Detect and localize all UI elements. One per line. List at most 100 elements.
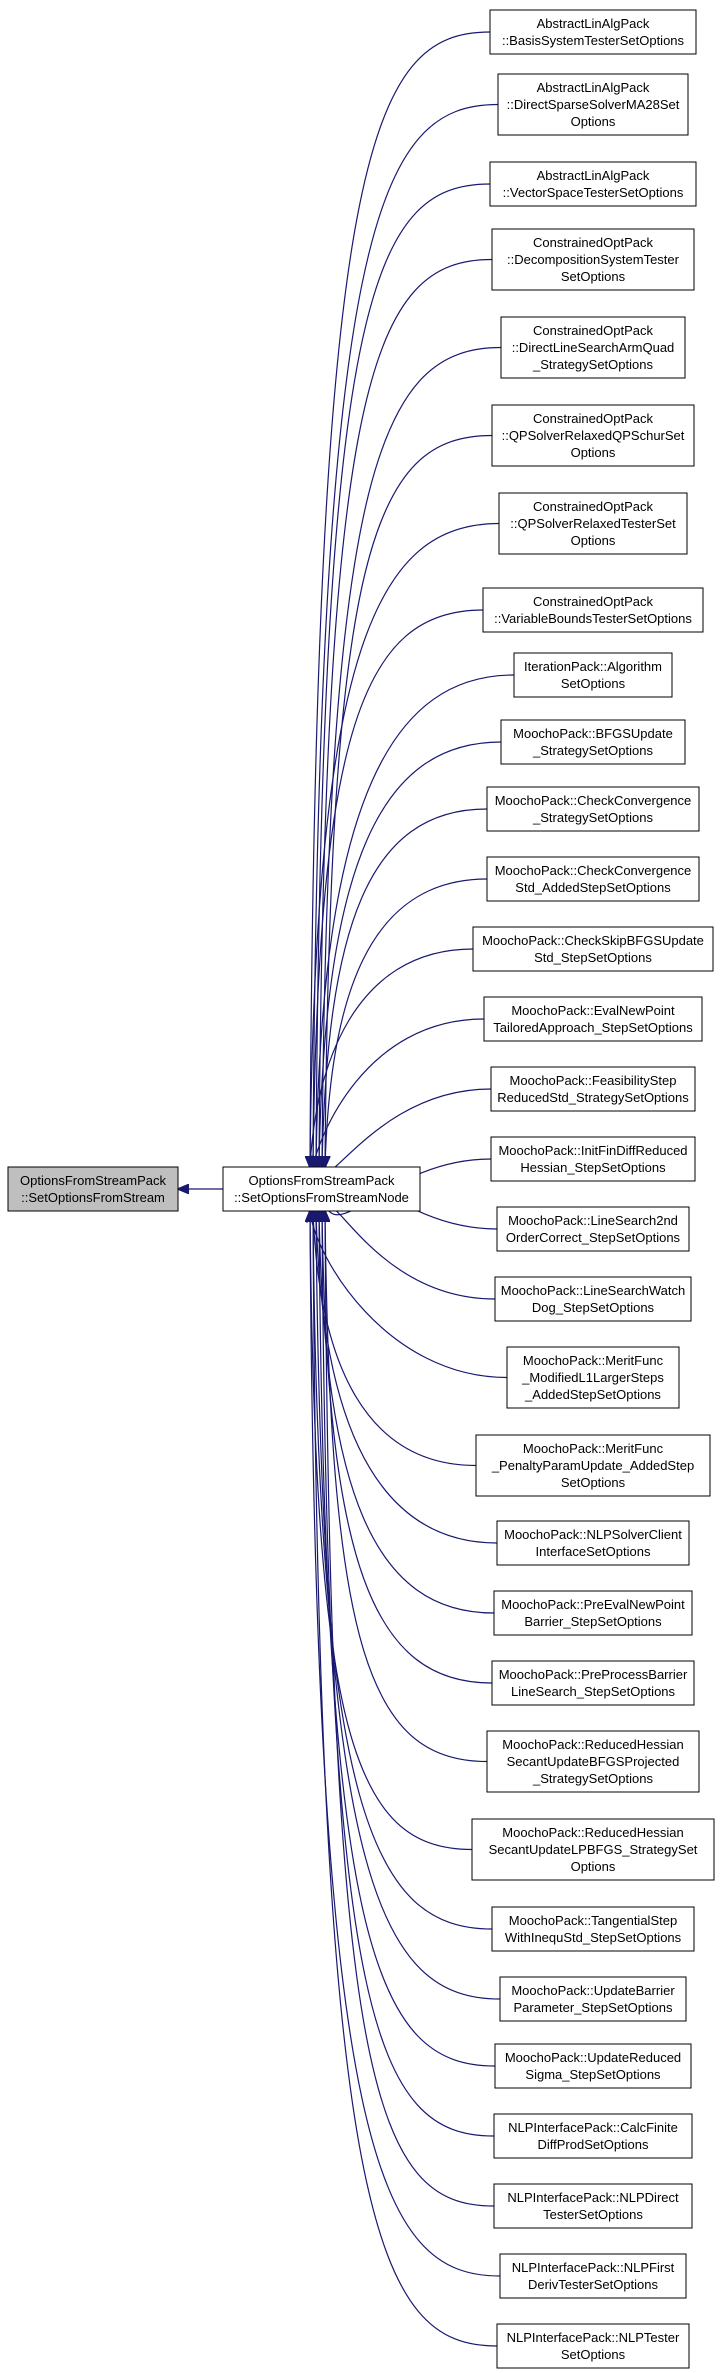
caller-node-5-box <box>500 316 686 379</box>
caller-node-13[interactable]: MoochoPack::CheckSkipBFGSUpdateStd_StepS… <box>472 926 714 972</box>
edge-caller-5-to-hub <box>322 346 502 1168</box>
caller-node-8-box <box>482 587 704 633</box>
caller-node-17[interactable]: MoochoPack::LineSearch2ndOrderCorrect_St… <box>496 1206 690 1252</box>
caller-node-14[interactable]: MoochoPack::EvalNewPointTailoredApproach… <box>483 996 703 1042</box>
caller-node-22[interactable]: MoochoPack::PreEvalNewPointBarrier_StepS… <box>493 1590 693 1636</box>
edge-caller-26-to-hub <box>313 1211 493 1930</box>
caller-node-25-label-line: SecantUpdateLPBFGS_StrategySet <box>489 1842 698 1857</box>
caller-node-16[interactable]: MoochoPack::InitFinDiffReducedHessian_St… <box>490 1136 696 1182</box>
caller-node-11-label-line: _StrategySetOptions <box>532 810 653 825</box>
caller-node-22-label-line: Barrier_StepSetOptions <box>524 1614 662 1629</box>
root-node[interactable]: OptionsFromStreamPack::SetOptionsFromStr… <box>7 1166 179 1212</box>
caller-node-20[interactable]: MoochoPack::MeritFunc_PenaltyParamUpdate… <box>475 1434 711 1497</box>
caller-node-1-box <box>489 9 697 55</box>
caller-node-7-label-line: Options <box>571 533 616 548</box>
edge-caller-12-to-hub <box>325 878 488 1167</box>
edge-caller-9-to-hub <box>316 674 515 1167</box>
caller-node-10-label-line: _StrategySetOptions <box>532 743 653 758</box>
root-node-box <box>7 1166 179 1212</box>
caller-node-21-label-line: InterfaceSetOptions <box>536 1544 651 1559</box>
caller-node-9-label-line: IterationPack::Algorithm <box>524 659 662 674</box>
caller-node-5[interactable]: ConstrainedOptPack::DirectLineSearchArmQ… <box>500 316 686 379</box>
caller-node-30-label-line: TesterSetOptions <box>543 2207 643 2222</box>
caller-node-31-label-line: NLPInterfacePack::NLPFirst <box>512 2260 675 2275</box>
caller-node-2[interactable]: AbstractLinAlgPack::DirectSparseSolverMA… <box>497 73 689 136</box>
edge-caller-1-to-hub <box>310 31 491 1167</box>
caller-node-3[interactable]: AbstractLinAlgPack::VectorSpaceTesterSet… <box>489 161 697 207</box>
caller-node-12-label-line: Std_AddedStepSetOptions <box>515 880 671 895</box>
hub-node-label-line: OptionsFromStreamPack <box>249 1173 395 1188</box>
caller-node-26[interactable]: MoochoPack::TangentialStepWithInequStd_S… <box>491 1906 695 1952</box>
caller-node-4-box <box>491 228 695 291</box>
caller-node-5-label-line: _StrategySetOptions <box>532 357 653 372</box>
caller-node-30[interactable]: NLPInterfacePack::NLPDirectTesterSetOpti… <box>493 2183 693 2229</box>
caller-node-2-label-line: Options <box>571 114 616 129</box>
caller-node-2-label-line: ::DirectSparseSolverMA28Set <box>507 97 680 112</box>
caller-node-1-label-line: AbstractLinAlgPack <box>537 16 650 31</box>
caller-node-17-box <box>496 1206 690 1252</box>
caller-node-13-box <box>472 926 714 972</box>
edge-caller-11-to-hub <box>322 808 488 1167</box>
caller-node-18-label-line: Dog_StepSetOptions <box>532 1300 655 1315</box>
caller-node-31-box <box>499 2253 687 2299</box>
caller-node-18[interactable]: MoochoPack::LineSearchWatchDog_StepSetOp… <box>494 1276 692 1322</box>
caller-node-26-box <box>491 1906 695 1952</box>
edge-caller-13-to-hub <box>310 948 474 1167</box>
caller-node-14-label-line: TailoredApproach_StepSetOptions <box>493 1020 693 1035</box>
caller-node-24-label-line: MoochoPack::ReducedHessian <box>502 1737 683 1752</box>
caller-node-29[interactable]: NLPInterfacePack::CalcFiniteDiffProdSetO… <box>493 2113 693 2159</box>
caller-node-23-box <box>491 1660 695 1706</box>
hub-node[interactable]: OptionsFromStreamPack::SetOptionsFromStr… <box>222 1166 421 1212</box>
caller-node-29-label-line: NLPInterfacePack::CalcFinite <box>508 2120 678 2135</box>
caller-node-13-label-line: MoochoPack::CheckSkipBFGSUpdate <box>482 933 704 948</box>
caller-node-21[interactable]: MoochoPack::NLPSolverClientInterfaceSetO… <box>496 1520 690 1566</box>
caller-node-11[interactable]: MoochoPack::CheckConvergence_StrategySet… <box>486 786 700 832</box>
root-node-label-line: OptionsFromStreamPack <box>20 1173 166 1188</box>
edge-caller-30-to-hub <box>325 1211 495 2207</box>
caller-node-6[interactable]: ConstrainedOptPack::QPSolverRelaxedQPSch… <box>491 404 695 467</box>
caller-node-31[interactable]: NLPInterfacePack::NLPFirstDerivTesterSet… <box>499 2253 687 2299</box>
caller-node-2-label-line: AbstractLinAlgPack <box>537 80 650 95</box>
caller-node-4[interactable]: ConstrainedOptPack::DecompositionSystemT… <box>491 228 695 291</box>
caller-node-17-label-line: MoochoPack::LineSearch2nd <box>508 1213 678 1228</box>
caller-node-8-label-line: ::VariableBoundsTesterSetOptions <box>494 611 692 626</box>
caller-node-16-label-line: Hessian_StepSetOptions <box>520 1160 666 1175</box>
edge-caller-4-to-hub <box>319 258 493 1168</box>
caller-node-11-label-line: MoochoPack::CheckConvergence <box>495 793 692 808</box>
caller-node-28[interactable]: MoochoPack::UpdateReducedSigma_StepSetOp… <box>494 2043 692 2089</box>
caller-node-24[interactable]: MoochoPack::ReducedHessianSecantUpdateBF… <box>486 1730 700 1793</box>
edge-caller-31-to-hub <box>310 1211 501 2277</box>
caller-node-32-label-line: NLPInterfacePack::NLPTester <box>507 2330 680 2345</box>
edge-caller-23-to-hub <box>322 1211 493 1684</box>
caller-node-9-box <box>513 652 673 698</box>
caller-node-23-label-line: MoochoPack::PreProcessBarrier <box>499 1667 688 1682</box>
caller-node-21-box <box>496 1520 690 1566</box>
caller-node-7[interactable]: ConstrainedOptPack::QPSolverRelaxedTeste… <box>498 492 688 555</box>
edge-caller-27-to-hub <box>316 1211 501 2000</box>
caller-node-20-label-line: SetOptions <box>561 1475 626 1490</box>
caller-node-12[interactable]: MoochoPack::CheckConvergenceStd_AddedSte… <box>486 856 700 902</box>
caller-node-15-label-line: ReducedStd_StrategySetOptions <box>497 1090 689 1105</box>
hub-node-box <box>222 1166 421 1212</box>
caller-node-7-box <box>498 492 688 555</box>
caller-node-8[interactable]: ConstrainedOptPack::VariableBoundsTester… <box>482 587 704 633</box>
caller-node-1[interactable]: AbstractLinAlgPack::BasisSystemTesterSet… <box>489 9 697 55</box>
caller-node-10[interactable]: MoochoPack::BFGSUpdate_StrategySetOption… <box>500 719 686 765</box>
caller-node-15[interactable]: MoochoPack::FeasibilityStepReducedStd_St… <box>490 1066 696 1112</box>
caller-node-25[interactable]: MoochoPack::ReducedHessianSecantUpdateLP… <box>471 1818 715 1881</box>
edge-caller-6-to-hub <box>325 434 493 1168</box>
caller-node-24-label-line: SecantUpdateBFGSProjected <box>507 1754 680 1769</box>
caller-node-19[interactable]: MoochoPack::MeritFunc_ModifiedL1LargerSt… <box>506 1346 680 1409</box>
caller-node-3-box <box>489 161 697 207</box>
caller-node-17-label-line: OrderCorrect_StepSetOptions <box>506 1230 681 1245</box>
caller-node-8-label-line: ConstrainedOptPack <box>533 594 653 609</box>
caller-node-27-label-line: MoochoPack::UpdateBarrier <box>511 1983 675 1998</box>
caller-node-4-label-line: SetOptions <box>561 269 626 284</box>
caller-node-11-box <box>486 786 700 832</box>
edge-caller-3-to-hub <box>316 183 491 1167</box>
caller-node-23[interactable]: MoochoPack::PreProcessBarrierLineSearch_… <box>491 1660 695 1706</box>
caller-node-29-box <box>493 2113 693 2159</box>
caller-node-27[interactable]: MoochoPack::UpdateBarrierParameter_StepS… <box>499 1976 687 2022</box>
